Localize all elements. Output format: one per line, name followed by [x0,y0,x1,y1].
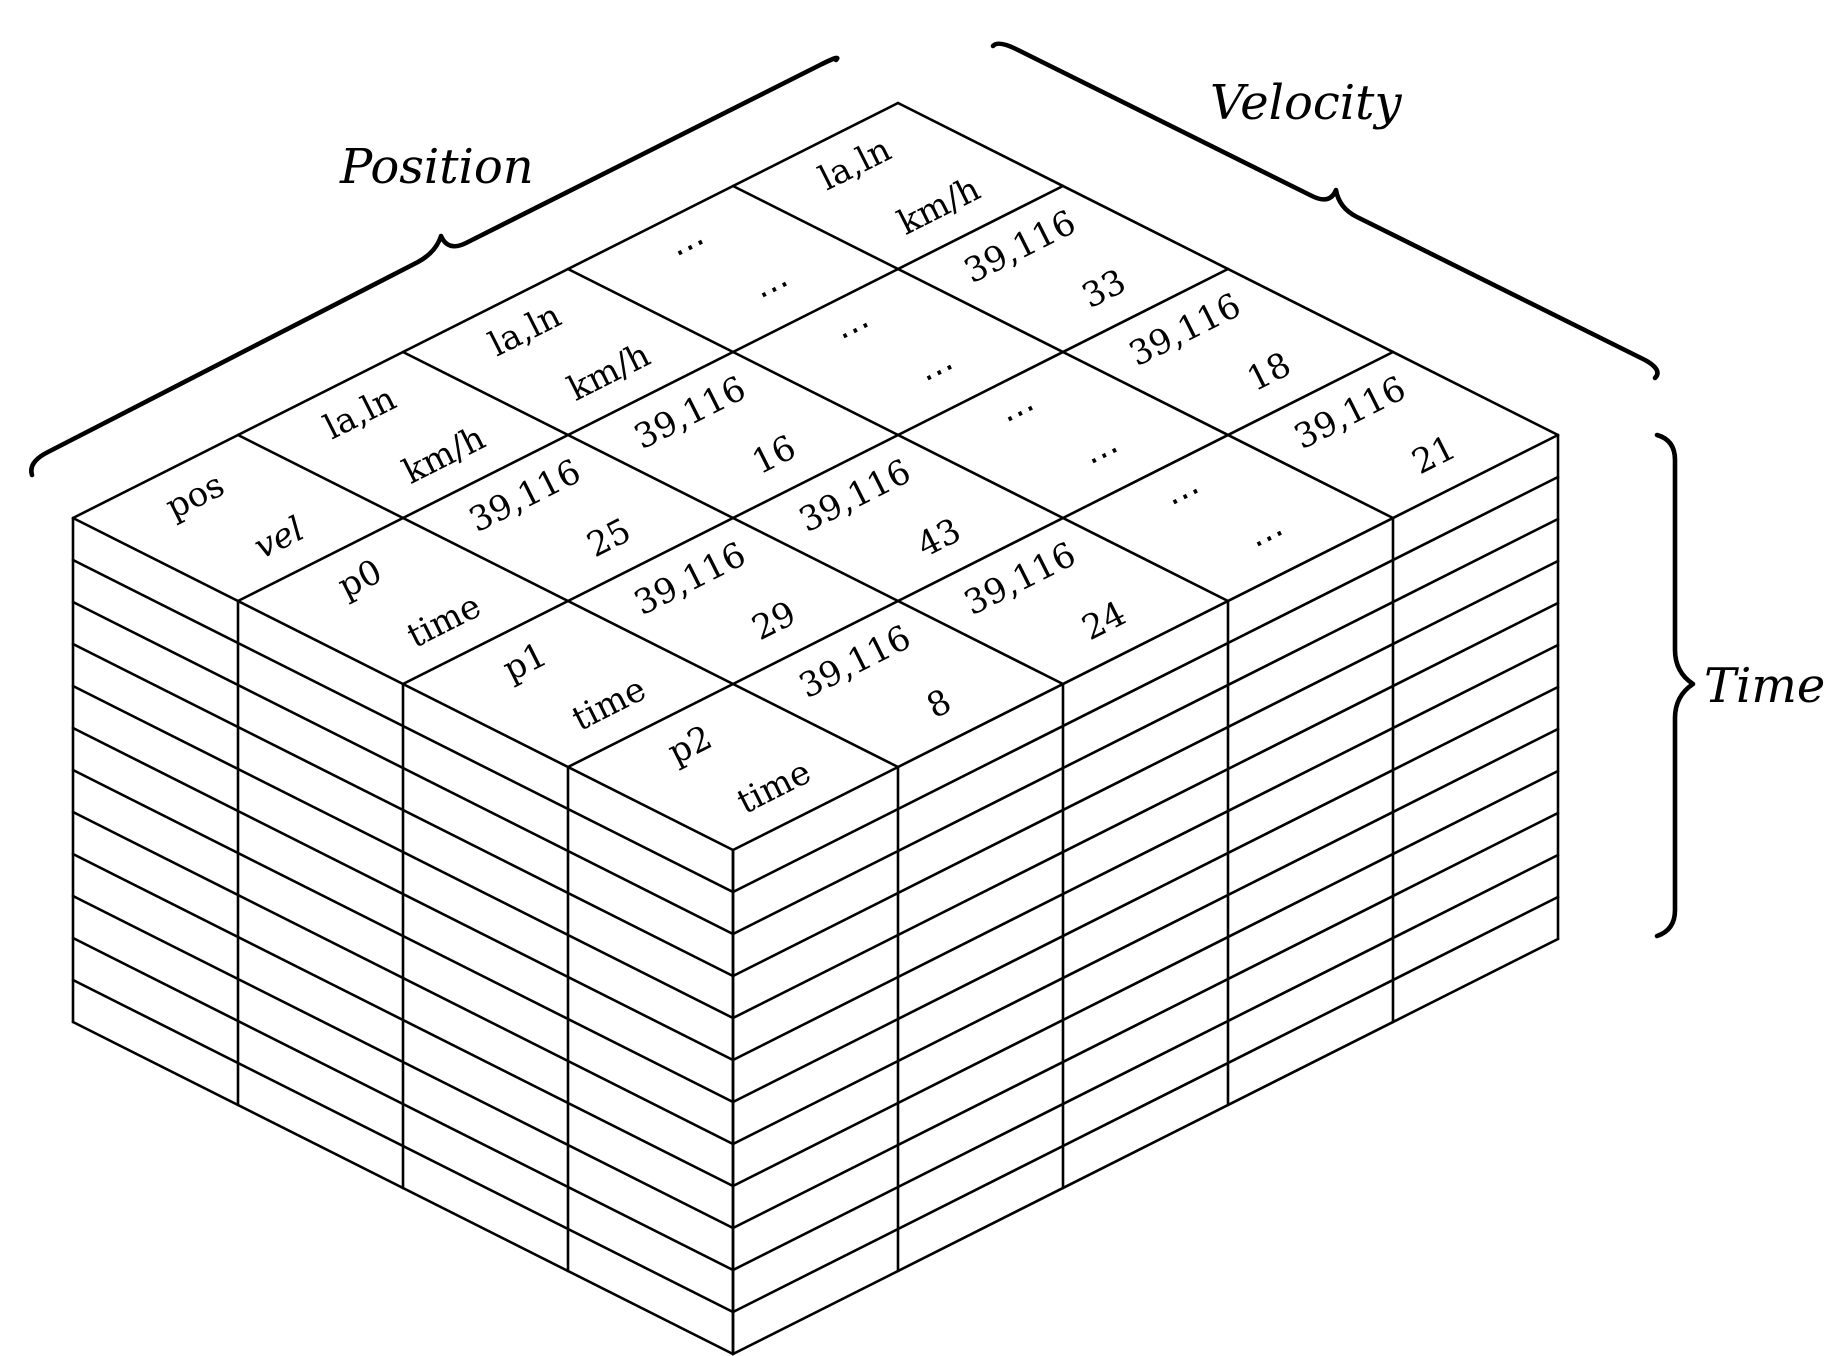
cell-value-top: 39,116 [463,452,587,541]
top-grid-line [236,433,900,769]
top-grid-line [731,433,1560,852]
cell-value-bottom: ⋯ [915,347,963,398]
top-grid-line [731,184,1395,520]
cell-value-bottom: 43 [911,511,968,566]
time-axis-label: Time [1704,658,1825,714]
right-face-layer-line [731,811,1560,1230]
time-brace [1654,432,1696,939]
right-face-layer-line [731,685,1560,1104]
velocity-axis-label: Velocity [1210,75,1402,131]
right-face-layer-line [731,601,1560,1020]
cell-value-bottom: time [731,752,818,822]
cell-value-bottom: 8 [920,681,957,726]
cell-value-top: 39,116 [958,203,1082,292]
cell-value-bottom: 16 [746,428,803,483]
right-face-layer-line [731,643,1560,1062]
cell-labels: posvella,lnkm/hla,lnkm/h⋯⋯la,lnkm/hp0tim… [159,130,1462,823]
cell-value-top: p0 [332,552,389,607]
axis-braces [29,41,1696,939]
cell-value-bottom: vel [248,509,311,567]
cell-value-bottom: ⋯ [1080,430,1128,481]
top-grid-line [401,267,1230,686]
cell-value-bottom: ⋯ [1245,513,1293,564]
cell-value-top: 39,116 [628,535,752,624]
right-face-layer-line [731,895,1560,1314]
cell-value-bottom: time [566,669,653,739]
cell-value-top: ⋯ [996,388,1044,439]
cell-value-bottom: 18 [1241,345,1298,400]
cell-value-bottom: 24 [1076,594,1133,649]
right-face-layer-line [731,853,1560,1272]
cell-value-bottom: 33 [1076,262,1133,317]
cell-value-top: 39,116 [793,618,917,707]
cell-value-bottom: 29 [746,594,803,649]
top-grid-line [566,350,1395,769]
cell-value-top: 39,116 [1288,369,1412,458]
position-brace [29,55,840,478]
right-face-layer-line [731,559,1560,978]
cell-value-top: 39,116 [1123,286,1247,375]
cell-value-top: 39,116 [958,535,1082,624]
cell-value-top: ⋯ [1161,471,1209,522]
right-face-layer-line [731,517,1560,936]
top-grid-line [401,350,1065,686]
cell-value-top: ⋯ [831,305,879,356]
axis-labels: Position Velocity Time [339,75,1825,714]
right-face-layer-line [731,475,1560,894]
cell-value-top: 39,116 [628,369,752,458]
velocity-brace [990,41,1660,381]
right-face-layer-line [731,769,1560,1188]
cell-value-top: p2 [662,718,719,773]
cell-value-top: pos [159,465,230,528]
cell-value-bottom: 21 [1406,428,1463,483]
cell-value-top: p1 [497,635,554,690]
position-axis-label: Position [339,139,534,195]
cell-value-top: 39,116 [793,452,917,541]
top-grid-line [71,101,900,520]
cube-faces [71,101,1560,1356]
right-face-layer-line [731,937,1560,1356]
cell-value-bottom: time [401,586,488,656]
top-grid-line [236,184,1065,603]
cell-value-bottom: ⋯ [750,264,798,315]
right-face-layer-line [731,727,1560,1146]
top-grid-line [896,101,1560,437]
cell-value-top: ⋯ [666,222,714,273]
top-grid-line [566,267,1230,603]
cell-value-bottom: 25 [581,511,638,566]
